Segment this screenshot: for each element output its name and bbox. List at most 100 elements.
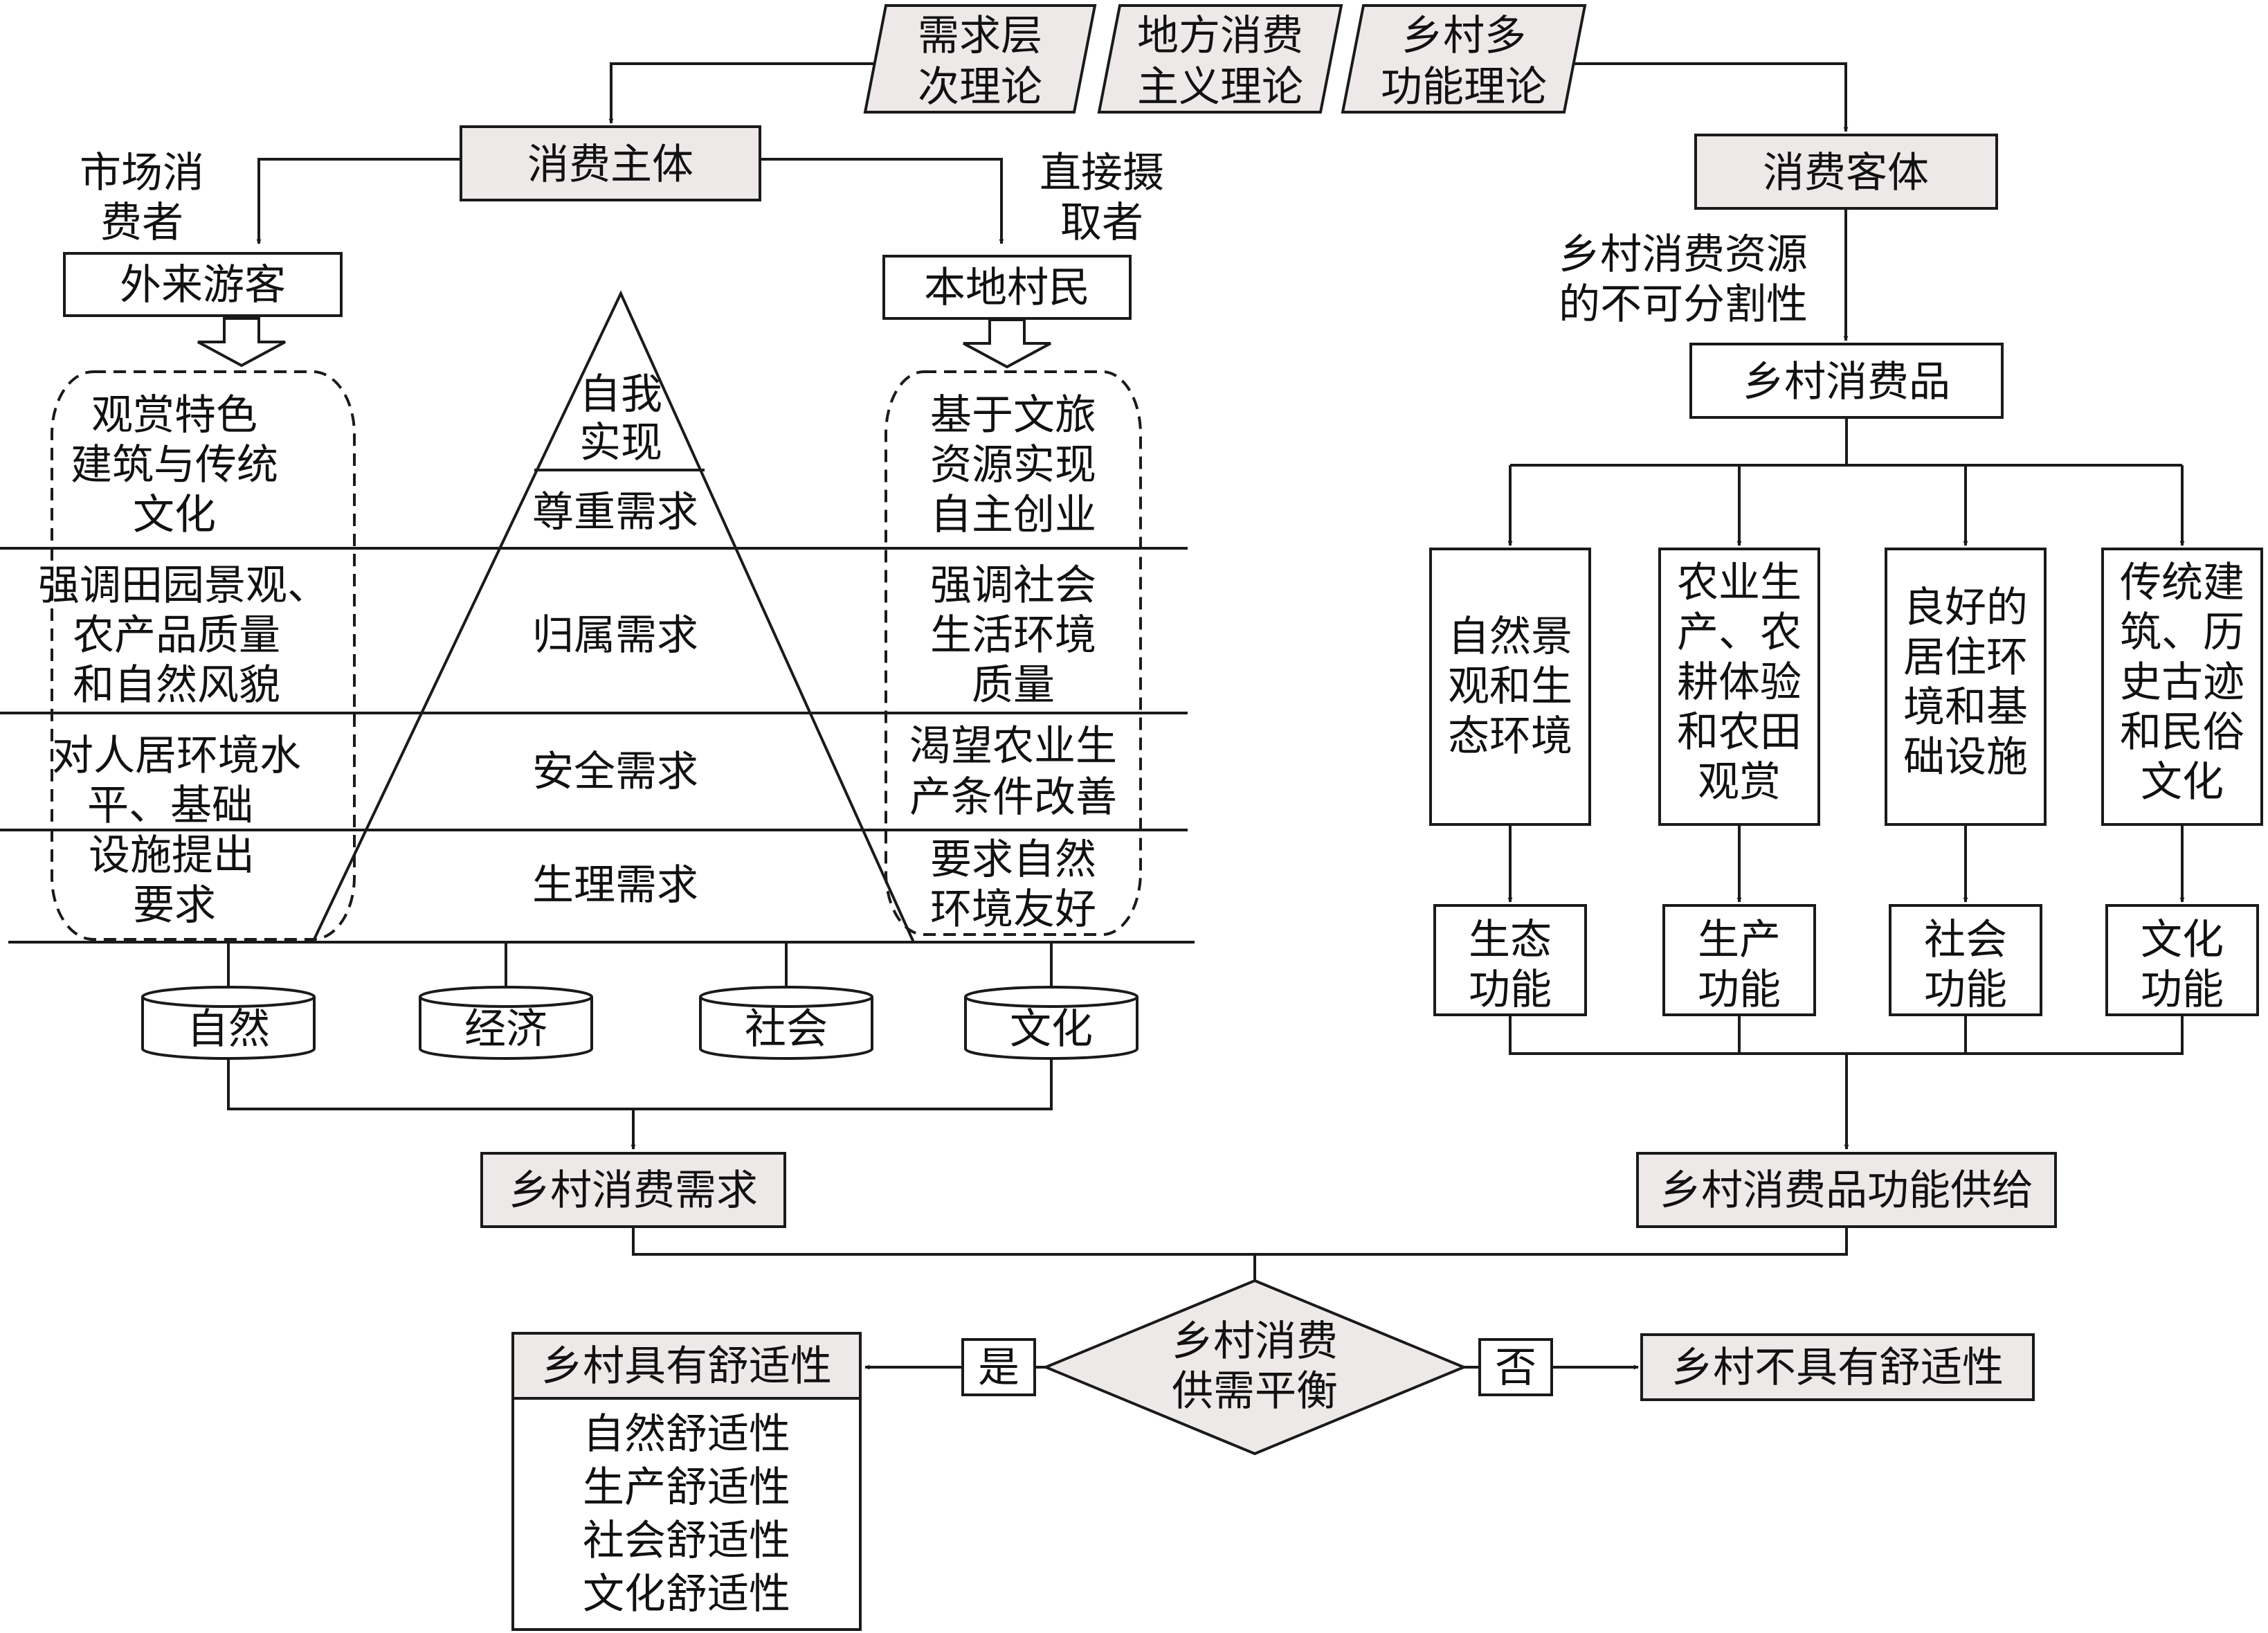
svg-text:自然: 自然 [187,1005,270,1054]
resource-traditional-culture: 传统建 筑、历 史古迹 和民俗 文化 [2101,548,2263,826]
svg-text:居住环: 居住环 [1903,633,2028,682]
svg-text:基于文旅: 基于文旅 [930,391,1096,440]
svg-text:功能: 功能 [1698,966,1781,1014]
rural-demand-box [480,1152,786,1228]
consumption-subject-box [460,125,761,201]
tourists-box [63,252,343,317]
connector-arrow [1574,62,1849,132]
svg-text:建筑与传统: 建筑与传统 [71,441,278,489]
svg-text:经济: 经济 [464,1005,547,1054]
balance-decision-label: 乡村消费 [1172,1317,1338,1366]
pyramid-belonging: 归属需求 [532,611,698,660]
consumption-subject-label: 消费主体 [527,141,693,189]
svg-text:史古迹: 史古迹 [2120,658,2244,707]
svg-text:要求自然: 要求自然 [930,836,1096,884]
edge-label-indivisibility: 乡村消费资源 [1559,231,1808,279]
function-supply-label: 乡村消费品功能供给 [1660,1166,2033,1215]
svg-text:自主创业: 自主创业 [930,491,1096,539]
amenity-cultural: 文化舒适性 [583,1570,790,1618]
rural-goods-label: 乡村消费品 [1743,358,1950,406]
svg-text:功能: 功能 [2141,966,2224,1014]
svg-text:生活环境: 生活环境 [930,611,1096,660]
pyramid-esteem: 尊重需求 [532,488,698,536]
theory-need-hierarchy: 需求层 次理论 [863,4,1097,114]
pyramid-safety: 安全需求 [532,748,698,796]
balance-decision-diamond [1042,1279,1468,1456]
tourist-need-infrastructure: 对人居环境水 平、基础 设施提出 要求 [52,732,301,930]
svg-text:功能: 功能 [1924,966,2007,1014]
svg-text:环境友好: 环境友好 [930,885,1096,934]
amenity-social: 社会舒适性 [583,1517,790,1565]
function-production: 生产 功能 [1662,904,1816,1016]
svg-text:设施提出: 设施提出 [89,831,255,880]
amenity-natural: 自然舒适性 [583,1410,790,1459]
amenity-yes-box [511,1332,862,1400]
rural-demand-label: 乡村消费需求 [509,1166,758,1215]
svg-text:自然景: 自然景 [1448,613,1572,661]
foundation-nature: 自然 [141,986,316,1060]
svg-text:观赏: 观赏 [1698,758,1781,806]
svg-text:强调田园景观、: 强调田园景观、 [38,561,329,610]
svg-text:耕体验: 耕体验 [1677,658,1802,707]
amenity-no-label: 乡村不具有舒适性 [1671,1344,2004,1392]
svg-text:文化: 文化 [133,491,216,539]
svg-text:和农田: 和农田 [1677,708,1802,757]
svg-text:产、农: 产、农 [1677,608,1802,657]
villagers-box [882,255,1132,320]
tourists-label: 外来游客 [120,261,286,309]
hollow-arrow-down [963,318,1051,369]
svg-text:农产品质量: 农产品质量 [73,611,280,660]
connector-line [632,1227,1848,1256]
svg-text:文化: 文化 [1010,1005,1093,1054]
resource-natural-landscape: 自然景 观和生 态环境 [1429,548,1591,826]
svg-text:和民俗: 和民俗 [2120,708,2244,757]
function-cultural: 文化 功能 [2105,904,2259,1016]
svg-text:观和生: 观和生 [1448,662,1572,711]
no-label-box [1478,1338,1553,1396]
villager-needs-group [884,370,1142,936]
villager-need-entrepreneurship: 基于文旅 资源实现 自主创业 [930,391,1096,539]
svg-text:质量: 质量 [972,661,1055,710]
theory-line: 次理论 [918,63,1042,111]
svg-text:态环境: 态环境 [1448,712,1572,761]
edge-label-direct-taker: 直接摄 [1040,149,1164,197]
amenity-no-box [1640,1333,2035,1401]
svg-text:境和基: 境和基 [1903,683,2028,732]
villager-need-social-environment: 强调社会 生活环境 质量 [930,561,1096,710]
function-ecological: 生态 功能 [1433,904,1587,1016]
pyramid-physiological: 生理需求 [532,861,698,910]
yes-label: 是 [978,1344,1019,1392]
villager-need-agriculture: 渴望农业生 产条件改善 [909,722,1117,822]
theory-line: 主义理论 [1137,63,1303,111]
function-social: 社会 功能 [1889,904,2042,1016]
connector-line [227,1058,1053,1110]
svg-text:强调社会: 强调社会 [930,561,1096,610]
edge-label-direct-taker: 取者 [1060,199,1143,247]
svg-text:要求: 要求 [133,881,216,930]
svg-text:资源实现: 资源实现 [930,441,1096,489]
tourist-needs-group [51,370,356,941]
connector-arrow [608,62,875,124]
svg-text:和自然风貌: 和自然风貌 [73,661,280,710]
svg-text:平、基础: 平、基础 [87,782,253,830]
villager-need-nature: 要求自然 环境友好 [930,836,1096,934]
svg-text:农业生: 农业生 [1677,559,1802,607]
pyramid-self-actualization: 实现 [579,419,662,467]
edge-label-indivisibility: 的不可分割性 [1559,280,1808,329]
svg-text:础设施: 础设施 [1903,733,2028,782]
amenity-production: 生产舒适性 [583,1463,790,1512]
svg-text:社会: 社会 [1924,916,2007,964]
yes-label-box [961,1338,1036,1396]
svg-text:传统建: 传统建 [2120,559,2244,607]
svg-text:文化: 文化 [2141,758,2224,806]
tourist-need-landscape: 强调田园景观、 农产品质量 和自然风貌 [38,561,329,710]
svg-text:文化: 文化 [2141,916,2224,964]
svg-text:渴望农业生: 渴望农业生 [909,722,1117,770]
connector-arrow [760,158,1004,244]
amenity-yes-title: 乡村具有舒适性 [541,1342,832,1391]
edge-label-market-consumer: 市场消 [80,149,204,197]
connector-arrow [256,158,461,244]
villagers-label: 本地村民 [924,264,1090,312]
need-pyramid [310,290,916,944]
pyramid-self-actualization: 自我 [579,370,662,419]
